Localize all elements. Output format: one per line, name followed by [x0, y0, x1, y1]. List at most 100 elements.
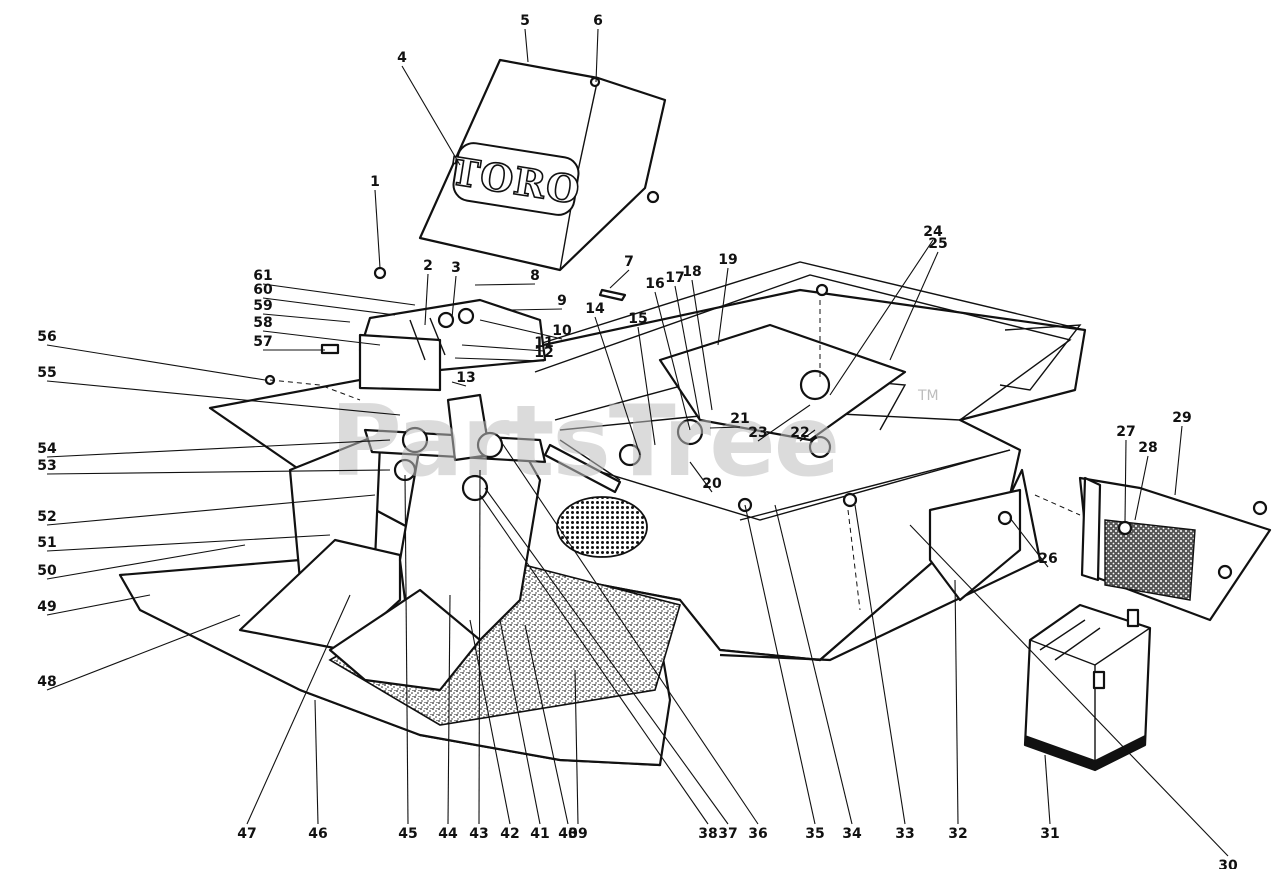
leader-line-27 — [1124, 439, 1127, 523]
leader-line-48 — [46, 614, 241, 691]
callout-41: 41 — [530, 826, 549, 842]
callout-61: 61 — [253, 268, 272, 284]
callout-3: 3 — [451, 260, 461, 276]
callout-39: 39 — [568, 826, 587, 842]
callout-6: 6 — [593, 13, 603, 29]
callout-46: 46 — [308, 826, 327, 842]
callout-22: 22 — [790, 425, 809, 441]
leader-line-41 — [499, 619, 541, 825]
callout-1: 1 — [370, 174, 380, 190]
leader-line-34 — [774, 504, 853, 825]
callout-14: 14 — [585, 301, 605, 317]
leader-line-53 — [46, 469, 391, 475]
callout-59: 59 — [253, 298, 272, 314]
leader-line-49 — [46, 594, 151, 616]
callout-31: 31 — [1040, 826, 1059, 842]
callout-15: 15 — [628, 311, 647, 327]
leader-line-12 — [454, 357, 545, 362]
callout-20: 20 — [702, 476, 722, 492]
leader-line-32 — [954, 579, 959, 825]
callout-35: 35 — [805, 826, 824, 842]
leader-line-21 — [709, 426, 741, 429]
leader-line-15 — [637, 326, 656, 446]
leader-line-33 — [854, 504, 906, 825]
battery — [1023, 603, 1152, 772]
leader-line-61 — [262, 283, 416, 306]
callout-36: 36 — [748, 826, 767, 842]
leader-line-40 — [524, 624, 569, 825]
callout-56: 56 — [37, 329, 56, 345]
callout-17: 17 — [665, 270, 684, 286]
callout-42: 42 — [500, 826, 519, 842]
leader-line-59 — [262, 313, 351, 323]
callout-49: 49 — [37, 599, 56, 615]
hood-cover: TORO — [418, 58, 667, 272]
leader-line-1 — [374, 189, 381, 269]
callout-57: 57 — [253, 334, 272, 350]
fan-grille — [556, 496, 648, 558]
control-panel — [358, 298, 547, 392]
leader-line-6 — [595, 28, 599, 83]
callout-54: 54 — [37, 441, 57, 457]
leader-line-44 — [447, 594, 451, 825]
leader-line-50 — [46, 544, 246, 580]
callout-53: 53 — [37, 458, 56, 474]
callout-34: 34 — [842, 826, 862, 842]
callout-9: 9 — [557, 293, 567, 309]
battery-cover — [1078, 476, 1272, 622]
leader-line-16 — [654, 291, 691, 431]
leader-line-23 — [757, 404, 811, 442]
leader-line-13 — [451, 381, 467, 387]
leader-line-45 — [404, 474, 409, 825]
leader-line-5 — [524, 28, 529, 63]
callout-30: 30 — [1218, 858, 1238, 869]
callout-51: 51 — [37, 535, 56, 551]
callout-60: 60 — [253, 282, 273, 298]
callout-24: 24 — [923, 224, 943, 240]
callout-50: 50 — [37, 563, 57, 579]
leader-line-47 — [246, 594, 351, 825]
leader-line-14 — [594, 316, 641, 456]
leader-line-10 — [479, 319, 563, 340]
callout-11: 11 — [534, 335, 553, 351]
callout-21: 21 — [730, 411, 749, 427]
callout-19: 19 — [718, 252, 737, 268]
watermark-tm: TM — [917, 388, 939, 404]
callout-44: 44 — [438, 826, 458, 842]
leader-line-18 — [691, 279, 713, 411]
leader-line-17 — [674, 285, 701, 421]
callout-27: 27 — [1116, 424, 1135, 440]
leader-line-25 — [889, 251, 939, 361]
leader-line-42 — [469, 619, 511, 825]
callout-25: 25 — [928, 236, 947, 252]
leader-line-51 — [46, 534, 331, 552]
callout-7: 7 — [624, 254, 634, 270]
leader-line-54 — [46, 439, 391, 458]
leader-line-52 — [46, 494, 376, 526]
callout-33: 33 — [895, 826, 914, 842]
callout-37: 37 — [718, 826, 737, 842]
leader-line-28 — [1134, 455, 1149, 521]
leader-line-43 — [478, 469, 481, 825]
leader-line-20 — [689, 461, 713, 493]
callout-40: 40 — [558, 826, 578, 842]
callout-48: 48 — [37, 674, 56, 690]
hardware — [264, 76, 1268, 580]
leader-line-60 — [262, 297, 396, 316]
callout-2: 2 — [423, 258, 433, 274]
callout-23: 23 — [748, 425, 767, 441]
leader-line-29 — [1174, 425, 1183, 496]
callout-58: 58 — [253, 315, 272, 331]
leader-line-24 — [829, 239, 934, 396]
leader-line-4 — [401, 65, 461, 166]
leader-line-22 — [799, 429, 816, 442]
callout-43: 43 — [469, 826, 488, 842]
leader-line-2 — [424, 273, 429, 326]
callout-38: 38 — [698, 826, 717, 842]
leader-lines — [46, 28, 1229, 857]
callout-4: 4 — [397, 50, 407, 66]
leader-line-58 — [262, 330, 381, 346]
assembly-lines — [269, 300, 1081, 611]
callout-5: 5 — [520, 13, 530, 29]
